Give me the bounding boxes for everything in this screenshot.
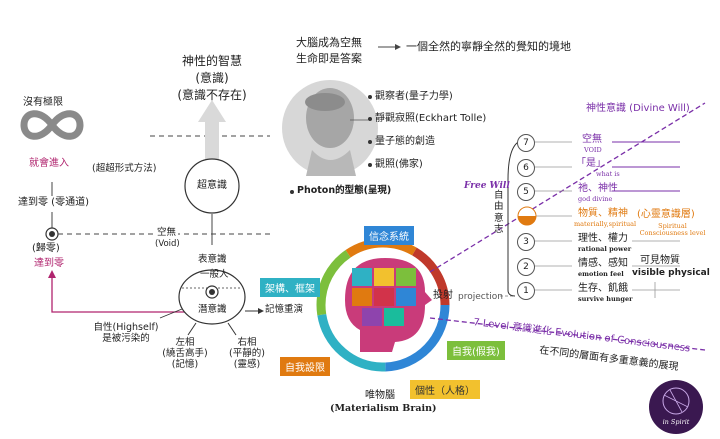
wisdom-label: 神性的智慧 [181, 54, 242, 68]
reach-zero-channel-label: 達到零 (零通道) [18, 197, 89, 208]
left-phase-label: 左相 (繞舌高手) (記憶) [162, 337, 208, 370]
free-will-label: Free Will [464, 181, 510, 191]
surface-label: 表意識 [198, 254, 227, 265]
void-label: (Void) [155, 239, 180, 249]
free-will-cn-label: 自由意志 [494, 190, 504, 236]
level-7-en: VOID [584, 146, 602, 154]
framework-badge: 架構、框架 [260, 278, 320, 297]
materialism-en-label: (Materialism Brain) [330, 403, 437, 414]
level-3-en: rational power [578, 245, 632, 253]
beyond-method-label: (超超形式方法) [92, 163, 157, 174]
bullet-eckhart: 靜觀寂照(Eckhart Tolle) [375, 113, 487, 124]
level-2-number: 2 [517, 258, 535, 276]
empty-label: 空無 [155, 227, 179, 239]
bullet-quantum: 量子態的創造 [375, 136, 435, 147]
no-consciousness-label: (意識不存在) [177, 88, 247, 102]
level-2-en: emotion feel [578, 270, 624, 278]
infinity-icon [20, 110, 84, 140]
level-7-number: 7 [517, 134, 535, 152]
bullet-buddhist: 觀照(佛家) [375, 159, 423, 170]
spiritual-en-label: Spiritual Consciousness level [639, 222, 706, 238]
divine-will-label: 神性意識 (Divine Will) [586, 103, 690, 114]
enter-label: 就會進入 [29, 158, 69, 169]
level-3-cn: 理性、權力 [578, 233, 628, 244]
brain-empty-label: 大腦成為空無 [296, 36, 362, 49]
none-limit-label: 沒有極限 [23, 97, 63, 108]
level-6-cn: 「是」 [576, 158, 606, 169]
projection-en-label: projection [458, 292, 503, 302]
spiritual-cn-label: (心靈意識層) [637, 209, 695, 220]
level-7-cn: 空無 [582, 134, 602, 145]
level-2-cn: 情感、感知 [578, 258, 628, 269]
level-3-number: 3 [517, 233, 535, 251]
sub-label: 潛意識 [198, 304, 227, 315]
ordinary-label: 一般人 [200, 269, 229, 280]
level-5-number: 5 [517, 183, 535, 201]
materialism-label: 唯物腦 [365, 390, 395, 401]
right-phase-label: 右相 (平靜的) (靈感) [229, 337, 265, 370]
consciousness-label: (意識) [195, 71, 229, 85]
reach-zero-label: 達到零 [34, 258, 64, 269]
level-1-number: 1 [517, 282, 535, 300]
arrow-text-label: 一個全然的寧靜全然的覺知的境地 [406, 40, 571, 53]
projection-label: 投射 [433, 290, 453, 301]
memory-label: 記憶重演 [265, 304, 304, 315]
super-label: 超意識 [197, 180, 227, 191]
level-5-cn: 祂、神性 [578, 183, 618, 194]
bullet-observer: 觀察者(量子力學) [375, 91, 453, 102]
personality-badge: 個性（人格） [410, 380, 480, 399]
visible-en-label: visible physical [632, 268, 710, 278]
level-4-en: materially,spiritual [574, 220, 637, 228]
level-4-cn: 物質、精神 [578, 208, 628, 219]
photon-label: Photon的型態(呈現) [297, 185, 392, 196]
belief-badge: 信念系統 [364, 226, 414, 245]
level-6-en: what is [596, 170, 620, 178]
level-1-en: survive hunger [578, 295, 633, 303]
visible-cn-label: 可見物質 [640, 255, 680, 266]
level-4-number: 4 [521, 209, 527, 219]
life-answer-label: 生命即是答案 [296, 52, 362, 65]
level-5-en: god divine [578, 195, 613, 203]
logo-text: in Spirit [662, 418, 690, 426]
ego-badge: 自我設限 [280, 357, 330, 376]
self-pollution-label: 自性(Highself) 是被污染的 [93, 322, 159, 344]
return-zero-label: (歸零) [32, 243, 60, 254]
level-6-number: 6 [517, 159, 535, 177]
self-fake-badge: 自我(假我) [447, 341, 505, 360]
level-1-cn: 生存、飢餓 [578, 283, 628, 294]
